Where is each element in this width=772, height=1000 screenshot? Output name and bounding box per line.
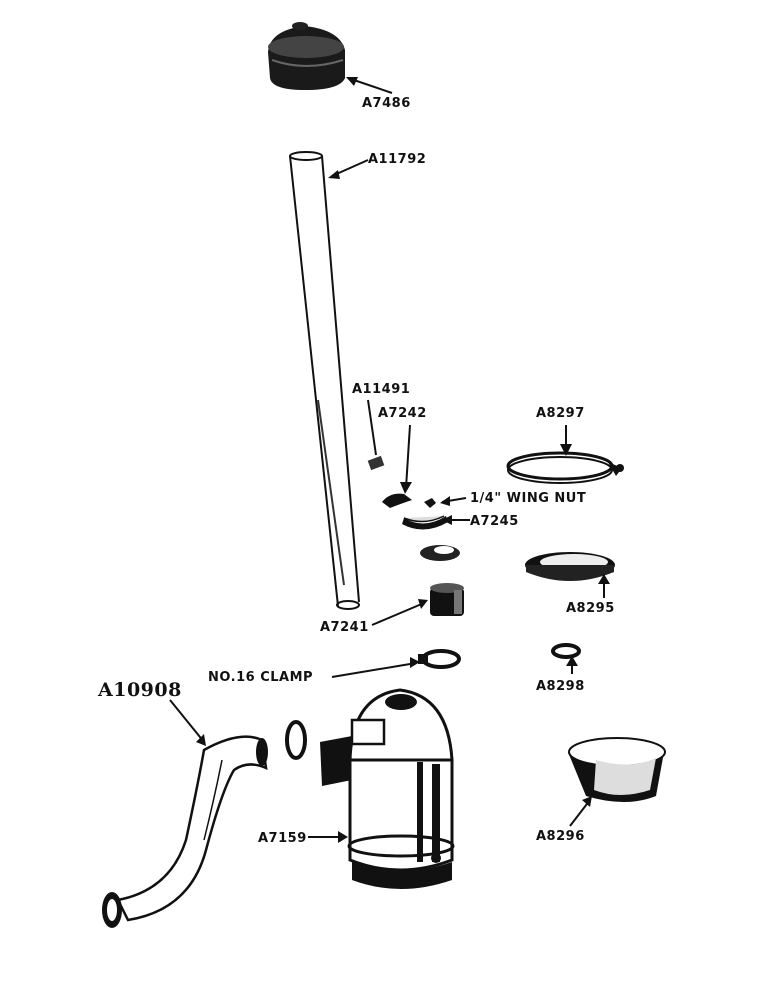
- leader-a7241: [371, 602, 425, 626]
- label-a7486: A7486: [362, 96, 411, 111]
- label-a8296: A8296: [536, 829, 585, 844]
- part-a7486-cap: [268, 22, 345, 90]
- part-a11491-clip: [367, 455, 385, 471]
- label-wing-nut: 1/4" WING NUT: [470, 491, 586, 506]
- part-small-ring: [420, 545, 460, 561]
- label-a11491: A11491: [352, 382, 410, 397]
- part-a7241-sleeve: [430, 583, 464, 616]
- part-a7159-air-cleaner: [320, 688, 455, 889]
- label-a7241: A7241: [320, 620, 369, 635]
- leader-a7242: [405, 424, 411, 489]
- part-hose-clamp: [285, 720, 307, 760]
- part-wing-nut: [424, 498, 436, 508]
- label-a7159: A7159: [258, 831, 307, 846]
- part-a10908-hose: [102, 735, 268, 928]
- part-a8297-band: [506, 451, 624, 484]
- leader-no16-clamp: [331, 662, 417, 678]
- leader-a10908: [169, 699, 205, 743]
- part-no16-clamp: [418, 649, 461, 669]
- label-a7242: A7242: [378, 406, 427, 421]
- part-a8296-cup: [568, 737, 666, 802]
- leader-a8296: [569, 799, 591, 827]
- part-a8298-clamp: [551, 643, 581, 659]
- label-a8295: A8295: [566, 601, 615, 616]
- part-a8295-disk: [525, 552, 615, 581]
- label-a11792: A11792: [368, 152, 426, 167]
- part-a7242-bracket: [382, 493, 412, 508]
- label-no16-clamp: NO.16 CLAMP: [208, 670, 313, 685]
- label-a8297: A8297: [536, 406, 585, 421]
- part-a11792-tube: [289, 151, 360, 610]
- label-a8298: A8298: [536, 679, 585, 694]
- part-a7245-clamp: [402, 515, 448, 530]
- leader-a11491: [367, 399, 377, 456]
- label-a7245: A7245: [470, 514, 519, 529]
- label-a10908: A10908: [97, 679, 182, 701]
